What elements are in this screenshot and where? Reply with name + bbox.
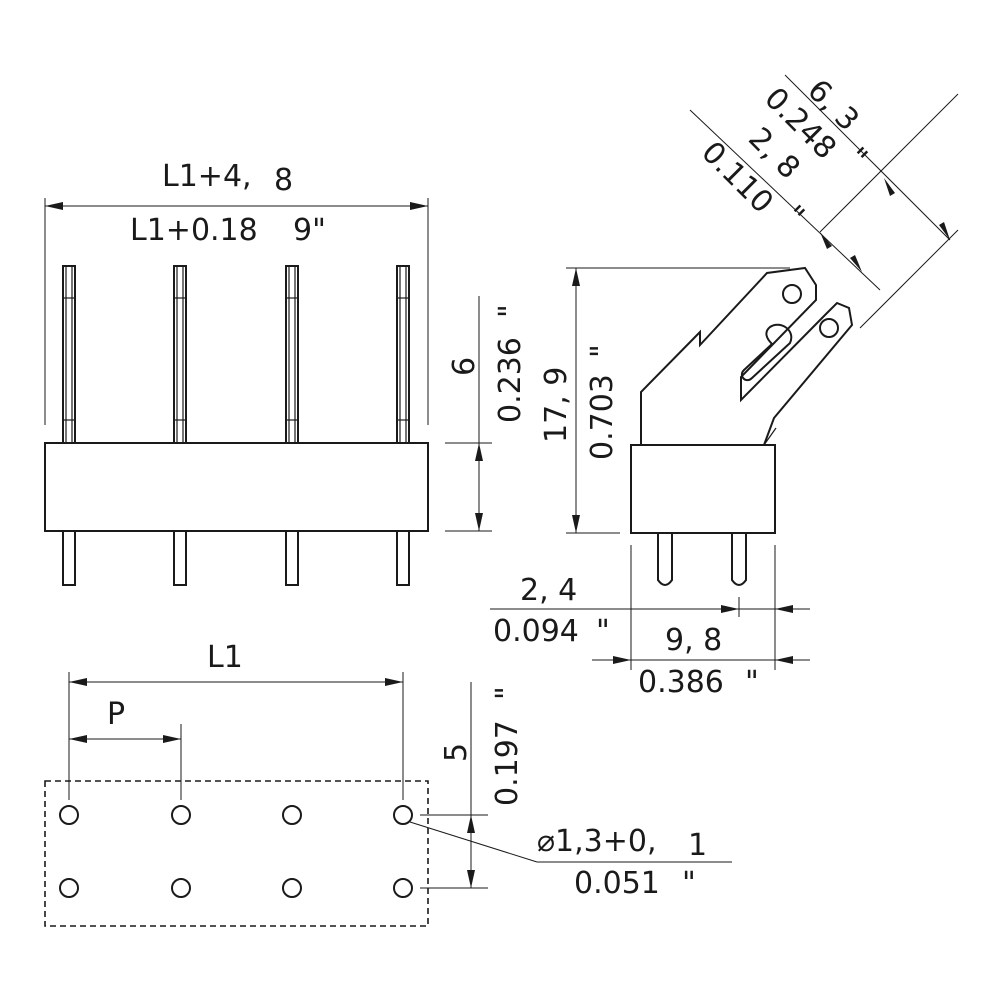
front-pin-1 (62, 265, 76, 444)
footprint-row-mm: 5 (439, 743, 474, 762)
front-housing (44, 442, 429, 532)
side-pin-1 (657, 533, 673, 586)
hole-diameter-mm: ⌀1,3+0, (537, 824, 657, 859)
side-width-dimension (592, 656, 810, 664)
side-pin-2 (731, 533, 747, 586)
side-housing (630, 444, 776, 534)
front-view: L1+4, 8 L1+0.18 9" 6 0.236 " (44, 159, 528, 586)
front-height-in: 0.236 (493, 337, 528, 423)
hole (393, 805, 413, 825)
footprint-view: L1 P 5 0.197 " ⌀1,3+0, 1 0.051 " (44, 640, 732, 927)
side-pin-offset-in: 0.094 (493, 614, 579, 649)
side-view: 17, 9 0.703 " 6, 3 0.248 " 2, 8 0.110 " (490, 73, 959, 700)
front-upper-pins (62, 265, 410, 444)
front-width-in-b: 9" (293, 213, 326, 248)
side-height-in: 0.703 (585, 374, 620, 460)
footprint-holes (59, 805, 413, 898)
footprint-outline (44, 780, 429, 927)
hole (171, 805, 191, 825)
front-lower-pins (62, 530, 410, 586)
footprint-row-dimension (420, 682, 488, 889)
front-pin-2 (173, 265, 187, 444)
front-width-mm: L1+4, (162, 159, 252, 194)
hole-diameter-in: 0.051 (574, 866, 660, 901)
front-pin-3 (285, 265, 299, 444)
front-pin-4 (396, 265, 410, 444)
hole (171, 878, 191, 898)
footprint-row-in: 0.197 (490, 720, 525, 806)
hole (393, 878, 413, 898)
side-width-in: 0.386 (638, 665, 724, 700)
side-tab (640, 266, 854, 446)
footprint-length-dimension (68, 672, 404, 800)
side-height-in-unit: " (585, 344, 620, 358)
side-width-mm: 9, 8 (665, 623, 722, 658)
side-pin-offset-mm: 2, 4 (520, 573, 577, 608)
side-angle-dimension (689, 74, 959, 329)
side-height-dimension (566, 267, 790, 534)
tab-hole-1 (782, 284, 802, 304)
hole (59, 878, 79, 898)
side-pin-offset-dimension (490, 545, 810, 670)
front-height-dimension (445, 296, 492, 532)
side-width-in-unit: " (745, 665, 759, 700)
footprint-pitch: P (107, 697, 125, 732)
tab-hole-2 (819, 318, 839, 338)
hole (59, 805, 79, 825)
front-width-mm-b: 8 (274, 163, 293, 198)
hole (282, 805, 302, 825)
front-height-in-unit: " (493, 304, 528, 318)
hole-leader (409, 821, 732, 863)
side-angle-in-2-unit: " (776, 199, 811, 234)
side-height-mm: 17, 9 (539, 367, 574, 443)
front-width-in: L1+0.18 (130, 213, 258, 248)
side-pin-offset-in-unit: " (596, 614, 610, 649)
front-width-dimension (44, 198, 429, 425)
front-height-mm: 6 (447, 357, 482, 376)
footprint-length: L1 (207, 640, 243, 675)
hole (282, 878, 302, 898)
tab-slot (740, 323, 793, 382)
footprint-row-in-unit: " (490, 686, 525, 700)
hole-diameter-mm-b: 1 (688, 828, 707, 863)
footprint-pitch-dimension (69, 724, 182, 800)
hole-diameter-in-unit: " (682, 866, 696, 901)
